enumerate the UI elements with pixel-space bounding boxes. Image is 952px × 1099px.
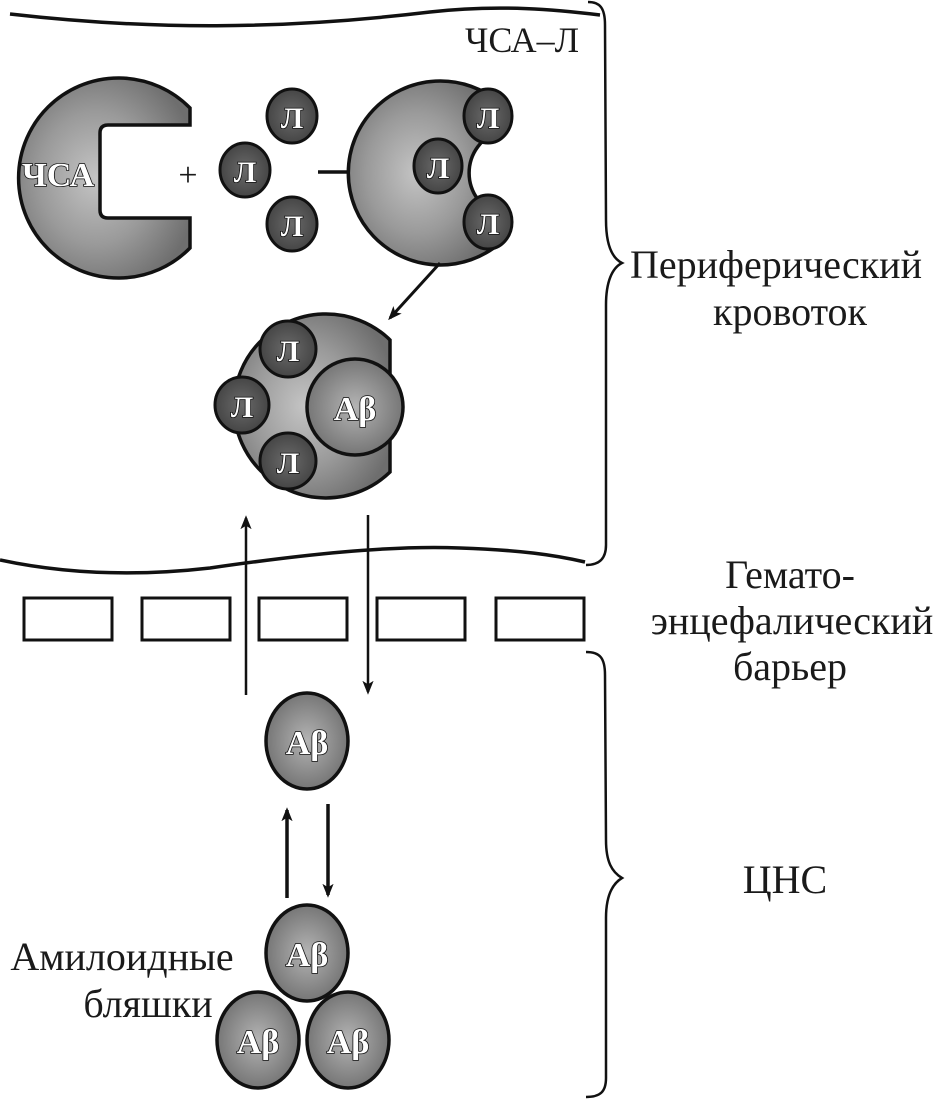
svg-text:Л: Л	[277, 447, 299, 480]
free-ligand: Л	[265, 195, 319, 253]
bound-ligand: Л	[258, 319, 318, 379]
albumin-label: ЧСА	[22, 157, 95, 194]
bbb-label-line1: Гемато-	[725, 552, 855, 597]
svg-text:Л: Л	[477, 102, 499, 135]
bbb-cell	[494, 596, 586, 642]
plaque-abeta: Aβ	[264, 903, 350, 1003]
vessel-wall-top	[9, 6, 601, 28]
plaques-label-line2: бляшки	[83, 981, 212, 1026]
plaque-abeta: Aβ	[215, 990, 301, 1090]
svg-text:Л: Л	[277, 335, 299, 368]
soluble-abeta: Aβ	[264, 691, 350, 791]
svg-text:Л: Л	[477, 208, 499, 241]
svg-text:Aβ: Aβ	[334, 391, 376, 428]
plaque-abeta: Aβ	[305, 990, 391, 1090]
peripheral-label-line2: кровоток	[713, 289, 867, 334]
bound-ligand: Л	[213, 375, 271, 435]
bound-ligand: Л	[462, 87, 514, 145]
bound-ligand: Л	[412, 137, 464, 195]
vessel-wall-bottom	[0, 545, 586, 575]
bbb-cell	[257, 596, 349, 642]
bbb-cells	[22, 596, 586, 642]
svg-text:Aβ: Aβ	[286, 937, 328, 974]
bound-ligand: Л	[462, 193, 514, 251]
bbb-label-line3: барьер	[733, 644, 847, 689]
svg-text:Л: Л	[281, 210, 303, 243]
bound-abeta: Aβ	[305, 357, 405, 457]
free-ligand: Л	[218, 141, 272, 199]
svg-text:Л: Л	[281, 102, 303, 135]
bbb-cell	[140, 596, 232, 642]
peripheral-label-line1: Периферический	[630, 242, 922, 287]
free-ligand: Л	[265, 87, 319, 145]
bbb-label-line2: энцефалический	[651, 598, 933, 643]
plus-sign: +	[178, 157, 197, 194]
svg-text:Aβ: Aβ	[237, 1024, 279, 1061]
bound-ligand: Л	[258, 431, 318, 491]
bbb-cell	[22, 596, 114, 642]
svg-text:Aβ: Aβ	[286, 725, 328, 762]
complex-to-abeta-arrow	[388, 261, 442, 321]
plaques-label-line1: Амилоидные	[10, 934, 233, 979]
svg-text:Л: Л	[234, 156, 256, 189]
bracket-peripheral	[585, 0, 625, 567]
albumin-protein	[16, 76, 192, 280]
albumin-ligand-label: ЧСА–Л	[465, 20, 579, 60]
bbb-cell	[375, 596, 467, 642]
bracket-cns	[585, 650, 625, 1099]
svg-text:Л: Л	[427, 152, 449, 185]
svg-text:Aβ: Aβ	[327, 1024, 369, 1061]
svg-text:Л: Л	[231, 391, 253, 424]
cns-label: ЦНС	[743, 857, 827, 902]
